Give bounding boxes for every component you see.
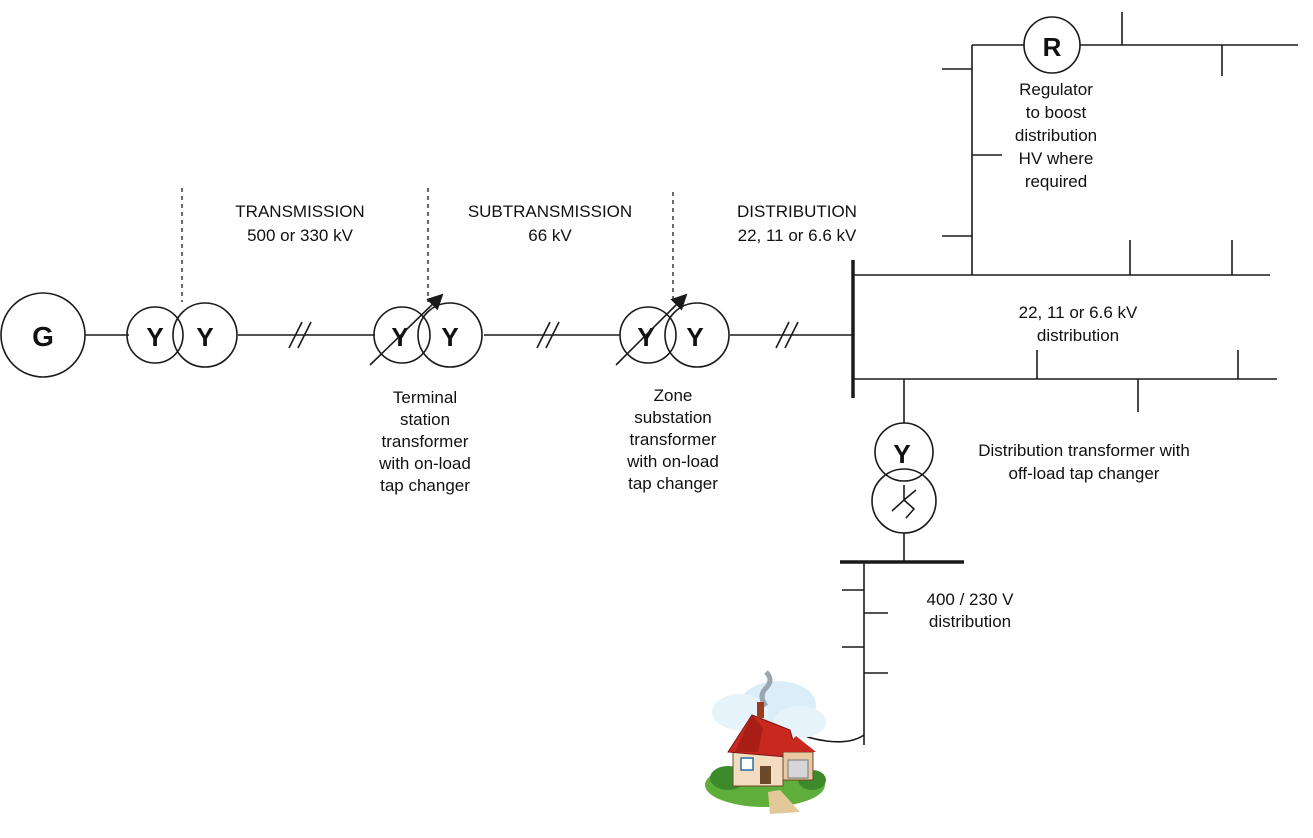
house-icon	[705, 670, 826, 814]
svg-text:Regulator: Regulator	[1019, 80, 1093, 99]
svg-text:tap changer: tap changer	[628, 474, 718, 493]
terminal-station-label: Terminal station transformer with on-loa…	[378, 388, 471, 495]
svg-text:with on-load: with on-load	[626, 452, 719, 471]
svg-text:distribution: distribution	[1015, 126, 1097, 145]
wye-symbol: Y	[637, 322, 654, 352]
generator: G	[0, 292, 86, 378]
generator-symbol: G	[32, 321, 54, 352]
distribution-bus-voltage-label: 22, 11 or 6.6 kV	[1019, 303, 1138, 322]
wye-symbol: Y	[441, 322, 458, 352]
lv-voltage-label: 400 / 230 V	[927, 590, 1015, 609]
regulator: R	[1023, 16, 1081, 74]
terminal-station-transformer: Y Y	[369, 293, 483, 368]
svg-text:to boost: to boost	[1026, 103, 1087, 122]
wye-symbol: Y	[686, 322, 703, 352]
regulator-label: Regulator to boost distribution HV where…	[1015, 80, 1097, 191]
svg-text:Terminal: Terminal	[393, 388, 457, 407]
wye-symbol: Y	[146, 322, 163, 352]
svg-text:required: required	[1025, 172, 1087, 191]
svg-text:tap changer: tap changer	[380, 476, 470, 495]
zone-substation-transformer: Y Y	[615, 293, 730, 368]
tap-changer-arrow-icon	[615, 293, 688, 366]
svg-text:substation: substation	[634, 408, 712, 427]
zone-substation-label: Zone substation transformer with on-load…	[626, 386, 719, 493]
svg-text:with on-load: with on-load	[378, 454, 471, 473]
section-distribution-voltage: 22, 11 or 6.6 kV	[738, 226, 857, 245]
line-break-symbol	[775, 321, 799, 349]
svg-text:Distribution transformer with: Distribution transformer with	[978, 441, 1190, 460]
wye-symbol: Y	[391, 322, 408, 352]
svg-text:HV where: HV where	[1019, 149, 1094, 168]
wye-symbol: Y	[196, 322, 213, 352]
regulator-symbol: R	[1043, 32, 1062, 62]
line-break-symbol	[536, 321, 560, 349]
distribution-bus-label: distribution	[1037, 326, 1119, 345]
svg-text:off-load tap changer: off-load tap changer	[1009, 464, 1160, 483]
distribution-transformer: Y	[871, 422, 937, 534]
distribution-transformer-label: Distribution transformer with off-load t…	[978, 441, 1190, 483]
section-distribution-title: DISTRIBUTION	[737, 202, 857, 221]
svg-text:station: station	[400, 410, 450, 429]
section-subtransmission-title: SUBTRANSMISSION	[468, 202, 632, 221]
svg-text:transformer: transformer	[630, 430, 717, 449]
line-break-symbol	[288, 321, 312, 349]
section-transmission-title: TRANSMISSION	[235, 202, 364, 221]
svg-text:transformer: transformer	[382, 432, 469, 451]
wye-symbol: Y	[893, 439, 910, 469]
zigzag-winding-icon	[891, 485, 917, 519]
tap-changer-arrow-icon	[369, 293, 444, 366]
section-subtransmission-voltage: 66 kV	[528, 226, 572, 245]
section-transmission-voltage: 500 or 330 kV	[247, 226, 354, 245]
lv-distribution-label: distribution	[929, 612, 1011, 631]
step-up-transformer: Y Y	[126, 302, 238, 368]
svg-text:Zone: Zone	[654, 386, 693, 405]
